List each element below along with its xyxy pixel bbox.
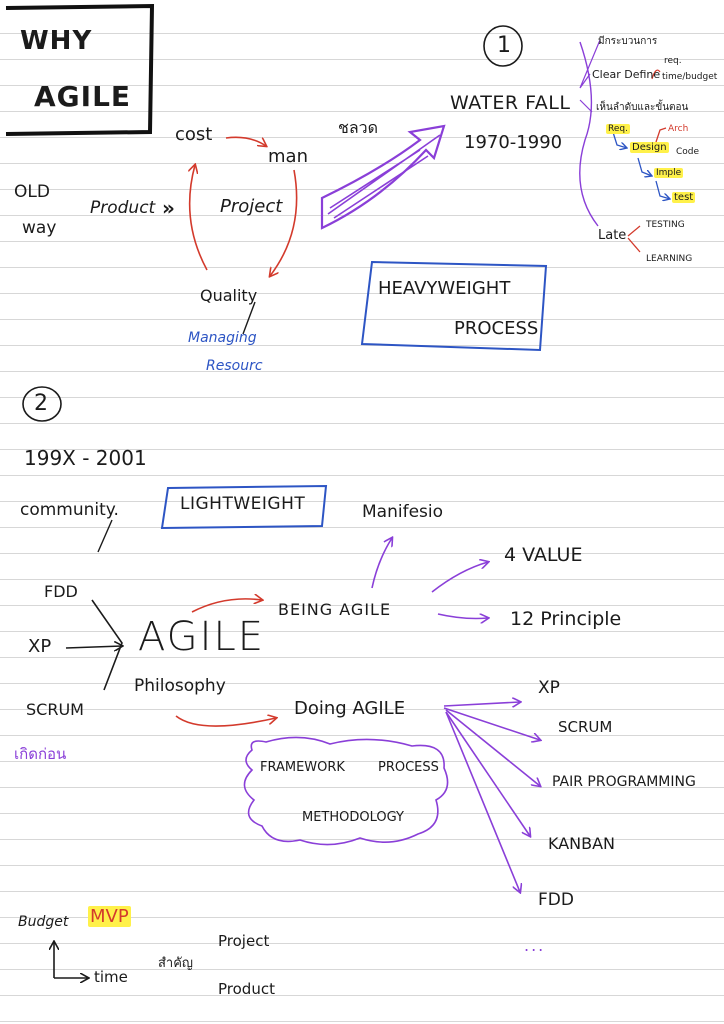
budget-label: Budget — [18, 914, 69, 930]
doing-to-pair-arrow — [445, 709, 540, 786]
twelve-principle-label: 12 Principle — [510, 608, 622, 630]
product-label: Product — [90, 198, 156, 218]
being-to-value-arrow — [431, 562, 488, 593]
cost-label: cost — [175, 124, 213, 145]
title-box — [5, 3, 155, 136]
heavyweight-box — [360, 260, 548, 352]
branch-testing: TESTING — [646, 220, 685, 230]
lightweight-label: LIGHTWEIGHT — [180, 494, 306, 514]
bottom-product-label: Product — [218, 980, 275, 998]
doing-to-xp-arrow — [443, 702, 520, 706]
four-value-label: 4 VALUE — [504, 544, 583, 566]
double-arrow-glyph: » — [162, 196, 175, 220]
being-agile-label: BEING AGILE — [278, 600, 392, 619]
process-label: PROCESS — [378, 760, 439, 775]
cost-to-man-arrow — [225, 136, 266, 146]
quality-label: Quality — [200, 286, 258, 305]
xp-to-agile-arrow — [65, 646, 122, 648]
phase-test: test — [672, 192, 696, 203]
agile-to-doing-arrow — [175, 716, 276, 727]
fdd-label: FDD — [44, 582, 78, 601]
mvp-label: MVP — [88, 906, 131, 927]
practice-more: ... — [524, 936, 546, 955]
big-purple-arrow — [320, 124, 446, 230]
phase-design: Design — [630, 142, 669, 153]
agile-label: AGILE — [138, 614, 266, 660]
framework-label: FRAMEWORK — [260, 760, 345, 775]
thai-born-before: เกิดก่อน — [14, 745, 67, 763]
heavyweight-line-1: HEAVYWEIGHT — [378, 278, 511, 299]
branch-thai-process: มีกระบวนการ — [598, 36, 658, 47]
doing-agile-label: Doing AGILE — [294, 698, 406, 719]
mvp-text: MVP — [88, 906, 131, 927]
being-to-manifesto-arrow — [371, 538, 392, 589]
project-label: Project — [220, 196, 283, 217]
branch-req: req. — [664, 56, 682, 66]
resource-label: Resourc — [206, 358, 263, 374]
time-label: time — [94, 968, 128, 986]
title-line-1: WHY — [20, 26, 93, 56]
phase-test-text: test — [672, 192, 696, 203]
doing-to-fdd-arrow — [445, 711, 520, 892]
waterfall-label: WATER FALL — [450, 92, 571, 114]
title-line-2: AGILE — [34, 80, 132, 113]
philosophy-label: Philosophy — [134, 676, 226, 696]
phase-imple-text: Imple — [654, 168, 684, 178]
section1-circle — [483, 25, 523, 67]
section2-circle — [22, 386, 62, 422]
phase-req: Req. — [606, 124, 630, 134]
thai-label-section1: ชลวด — [338, 118, 379, 137]
phase-req-text: Req. — [606, 124, 630, 134]
methodology-label: METHODOLOGY — [302, 810, 405, 825]
doing-to-kanban-arrow — [445, 711, 530, 836]
practice-fdd: FDD — [538, 890, 574, 910]
practice-scrum: SCRUM — [558, 718, 613, 736]
lightweight-box — [160, 484, 328, 530]
bottom-project-label: Project — [218, 932, 270, 950]
manifesto-label: Manifesio — [362, 502, 444, 522]
doing-to-scrum-arrow — [443, 707, 540, 740]
thai-important-label: สำคัญ — [158, 956, 194, 971]
being-to-principle-arrow — [437, 614, 488, 619]
branch-learning: LEARNING — [646, 254, 693, 264]
man-label: man — [268, 146, 308, 167]
branch-thai-order: เห็นลำดับและขั้นตอน — [596, 102, 689, 113]
phase-imple: Imple — [654, 168, 684, 178]
heavyweight-line-2: PROCESS — [454, 318, 539, 339]
community-label: community. — [20, 500, 119, 520]
phase-design-text: Design — [630, 142, 669, 153]
practice-pair-programming: PAIR PROGRAMMING — [552, 774, 696, 790]
section2-years: 199X - 2001 — [24, 446, 147, 470]
project-cycle-left — [190, 165, 208, 271]
old-way-line-2: way — [22, 218, 57, 238]
phase-code: Code — [676, 147, 700, 157]
section2-number: 2 — [34, 391, 48, 416]
waterfall-years: 1970-1990 — [464, 132, 563, 153]
phase-arch: Arch — [668, 124, 689, 134]
waterfall-brace — [579, 41, 599, 227]
practice-xp: XP — [538, 678, 560, 698]
framework-cloud — [243, 736, 449, 846]
old-way-line-1: OLD — [14, 182, 50, 202]
project-cycle-right — [270, 169, 298, 276]
branch-time-budget: time/budget — [662, 72, 718, 82]
branch-clear-define: Clear Define — [592, 68, 661, 81]
practice-kanban: KANBAN — [548, 834, 616, 853]
managing-label: Managing — [188, 330, 257, 346]
section1-number: 1 — [497, 33, 511, 58]
agile-to-being-arrow — [191, 599, 262, 613]
scrum-label: SCRUM — [26, 700, 84, 719]
branch-late: Late — [598, 228, 627, 243]
xp-label: XP — [28, 636, 52, 657]
